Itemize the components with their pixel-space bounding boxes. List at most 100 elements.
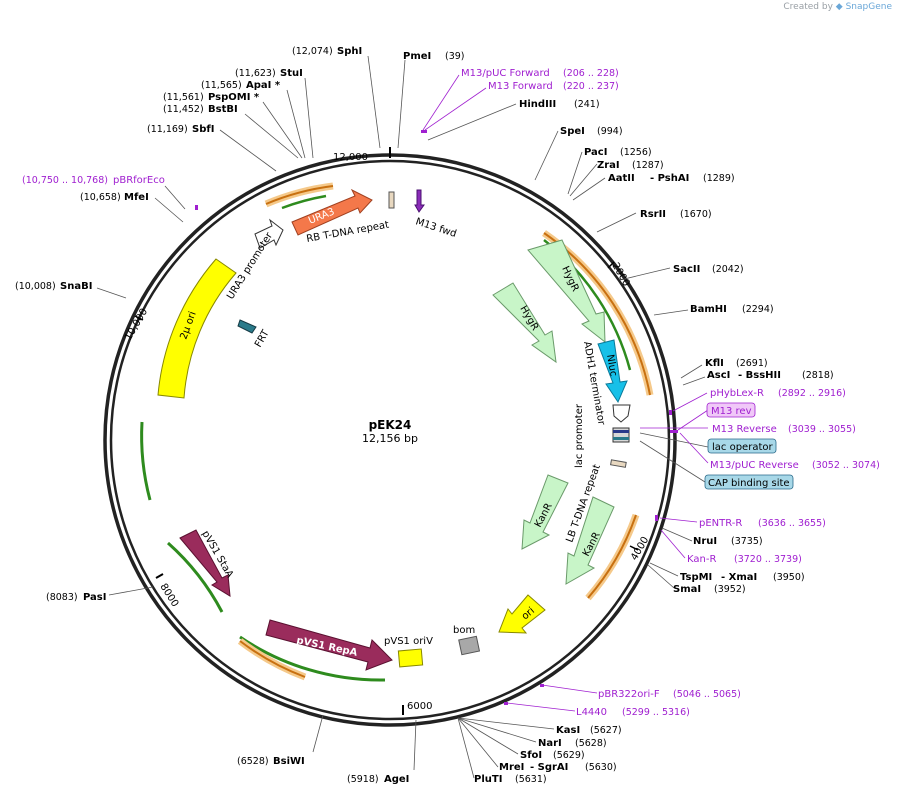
label-pmei[interactable]: PmeI(39) — [403, 51, 465, 62]
svg-text:PspOMI *: PspOMI * — [208, 92, 260, 103]
label-bstbi[interactable]: (11,452)BstBI — [163, 104, 238, 115]
svg-text:(11,561): (11,561) — [163, 92, 204, 103]
feature-ori: ori — [498, 594, 546, 634]
svg-text:HindIII: HindIII — [519, 99, 556, 110]
label-asci-bsshii[interactable]: AscI- BssHII(2818) — [707, 370, 834, 381]
svg-text:(2691): (2691) — [736, 358, 768, 369]
svg-text:pHybLex-R: pHybLex-R — [710, 388, 764, 399]
credit-brand: SnapGene — [845, 2, 892, 12]
label-l4440[interactable]: L4440(5299 .. 5316) — [576, 707, 690, 718]
label-mrei-sgrai[interactable]: MreI- SgrAI(5630) — [499, 762, 617, 773]
svg-text:SbfI: SbfI — [192, 124, 214, 135]
label-zrai[interactable]: ZraI(1287) — [597, 160, 664, 171]
label-pasi[interactable]: (8083)PasI — [46, 592, 106, 603]
svg-text:MfeI: MfeI — [124, 192, 149, 203]
label-smai[interactable]: SmaI(3952) — [673, 584, 746, 595]
plasmid-name: pEK24 — [369, 418, 412, 432]
svg-text:URA3 promoter: URA3 promoter — [225, 230, 275, 302]
svg-text:PacI: PacI — [584, 147, 607, 158]
label-hindiii[interactable]: HindIII (241) — [519, 99, 600, 110]
svg-text:AatII: AatII — [608, 173, 635, 184]
label-rsrii[interactable]: RsrII(1670) — [640, 209, 712, 220]
label-sfoi[interactable]: SfoI(5629) — [520, 750, 585, 761]
label-nrui[interactable]: NruI(3735) — [693, 536, 763, 547]
svg-text:pVS1 oriV: pVS1 oriV — [384, 636, 433, 647]
svg-text:(3636 .. 3655): (3636 .. 3655) — [758, 518, 826, 529]
svg-text:8000: 8000 — [157, 582, 180, 609]
label-pluti[interactable]: PluTI(5631) — [474, 774, 547, 785]
label-cap-binding-site[interactable]: CAP binding site — [704, 474, 794, 490]
label-tspmi-xmai[interactable]: TspMI- XmaI(3950) — [680, 572, 805, 583]
svg-text:(10,750 .. 10,768): (10,750 .. 10,768) — [22, 175, 108, 186]
svg-text:(1256): (1256) — [620, 147, 652, 158]
label-m13-fwd[interactable]: M13 Forward(220 .. 237) — [488, 81, 619, 92]
svg-text:SacII: SacII — [673, 264, 700, 275]
label-m13puc-fwd[interactable]: M13/pUC Forward(206 .. 228) — [461, 68, 619, 79]
svg-text:(2294): (2294) — [742, 304, 774, 315]
label-agei[interactable]: (5918) AgeI — [347, 774, 409, 785]
svg-text:(1287): (1287) — [632, 160, 664, 171]
svg-text:(39): (39) — [445, 51, 465, 62]
feature-nluc: Nluc — [597, 339, 628, 404]
label-kfli[interactable]: KflI (2691) — [705, 358, 768, 369]
label-lac-operator[interactable]: lac operator — [707, 438, 777, 454]
label-kan-r[interactable]: Kan-R(3720 .. 3739) — [687, 554, 802, 565]
label-apai[interactable]: (11,565)ApaI * — [201, 80, 281, 91]
svg-text:CAP binding site: CAP binding site — [708, 478, 790, 489]
label-nari[interactable]: NarI(5628) — [538, 738, 607, 749]
left-leaders — [96, 55, 417, 771]
label-stui[interactable]: (11,623)StuI — [235, 68, 303, 79]
svg-text:- SgrAI: - SgrAI — [530, 762, 568, 773]
label-phyblex-r[interactable]: pHybLex-R(2892 .. 2916) — [710, 388, 846, 399]
svg-text:SpeI: SpeI — [560, 126, 585, 137]
label-sacii[interactable]: SacII(2042) — [673, 264, 744, 275]
svg-text:6000: 6000 — [407, 701, 432, 712]
svg-text:SmaI: SmaI — [673, 584, 701, 595]
label-pbrforeco[interactable]: (10,750 .. 10,768)pBRforEco — [22, 175, 165, 186]
svg-text:RsrII: RsrII — [640, 209, 666, 220]
label-aatii-pshai[interactable]: AatII- PshAI(1289) — [608, 173, 735, 184]
svg-text:FRT: FRT — [253, 328, 272, 350]
label-m13puc-reverse[interactable]: M13/pUC Reverse(3052 .. 3074) — [710, 460, 880, 471]
svg-text:AscI: AscI — [707, 370, 730, 381]
label-m13-reverse[interactable]: M13 Reverse(3039 .. 3055) — [712, 424, 856, 435]
primer-marks — [195, 130, 678, 705]
svg-text:(11,452): (11,452) — [163, 104, 204, 115]
left-label-group: (12,074)SphI (11,623)StuI (11,565)ApaI *… — [15, 46, 409, 785]
orf-ura3 — [265, 185, 334, 205]
svg-text:(1289): (1289) — [703, 173, 735, 184]
label-mfei[interactable]: (10,658)MfeI — [80, 192, 149, 203]
label-sphi[interactable]: (12,074)SphI — [292, 46, 362, 57]
label-spei[interactable]: SpeI(994) — [560, 126, 623, 137]
svg-text:SphI: SphI — [337, 46, 362, 57]
svg-text:(10,008): (10,008) — [15, 281, 56, 292]
feature-bom: bom — [453, 625, 481, 656]
svg-text:KflI: KflI — [705, 358, 724, 369]
label-kasi[interactable]: KasI(5627) — [556, 725, 622, 736]
svg-text:(5630): (5630) — [585, 762, 617, 773]
label-sbfi[interactable]: (11,169)SbfI — [147, 124, 214, 135]
tick-6000: 6000 — [402, 701, 432, 715]
svg-text:AgeI: AgeI — [384, 774, 409, 785]
label-paci[interactable]: PacI (1256) — [584, 147, 652, 158]
label-psppomi[interactable]: (11,561) PspOMI * — [163, 92, 260, 103]
label-pbr322ori-f[interactable]: pBR322ori-F(5046 .. 5065) — [598, 689, 741, 700]
svg-text:(241): (241) — [574, 99, 600, 110]
label-m13-rev[interactable]: M13 rev — [706, 402, 756, 418]
feature-ura3-promoter: URA3 promoter — [225, 218, 284, 302]
svg-text:NruI: NruI — [693, 536, 717, 547]
svg-text:BamHI: BamHI — [690, 304, 727, 315]
svg-text:Kan-R: Kan-R — [687, 554, 716, 565]
label-bsiwi[interactable]: (6528)BsiWI — [237, 756, 305, 767]
svg-text:NarI: NarI — [538, 738, 562, 749]
svg-text:(5918): (5918) — [347, 774, 379, 785]
label-pentr-r[interactable]: pENTR-R(3636 .. 3655) — [699, 518, 826, 529]
svg-text:(5629): (5629) — [553, 750, 585, 761]
feature-lac-promoter: lac promoter — [574, 403, 630, 468]
backbone-inner — [109, 159, 671, 721]
label-snabi[interactable]: (10,008)SnaBI — [15, 281, 92, 292]
svg-text:pBR322ori-F: pBR322ori-F — [598, 689, 660, 700]
label-bamhi[interactable]: BamHI (2294) — [690, 304, 774, 315]
svg-text:(220 .. 237): (220 .. 237) — [563, 81, 619, 92]
orf-ura3-green — [281, 194, 327, 210]
